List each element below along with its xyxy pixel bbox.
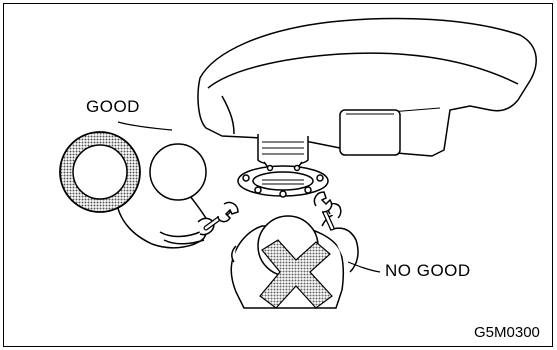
- good-label: GOOD: [86, 97, 140, 117]
- good-leader-line: [118, 122, 172, 130]
- mounting-plate: [238, 166, 328, 198]
- good-view-circle: [60, 132, 140, 212]
- fuel-tank: [198, 18, 536, 156]
- figure-code: G5M0300: [474, 324, 540, 341]
- pump-unit: [258, 134, 308, 170]
- no-good-viewer: [231, 204, 358, 308]
- good-wrench-icon: [206, 202, 238, 228]
- no-good-label: NO GOOD: [385, 261, 471, 281]
